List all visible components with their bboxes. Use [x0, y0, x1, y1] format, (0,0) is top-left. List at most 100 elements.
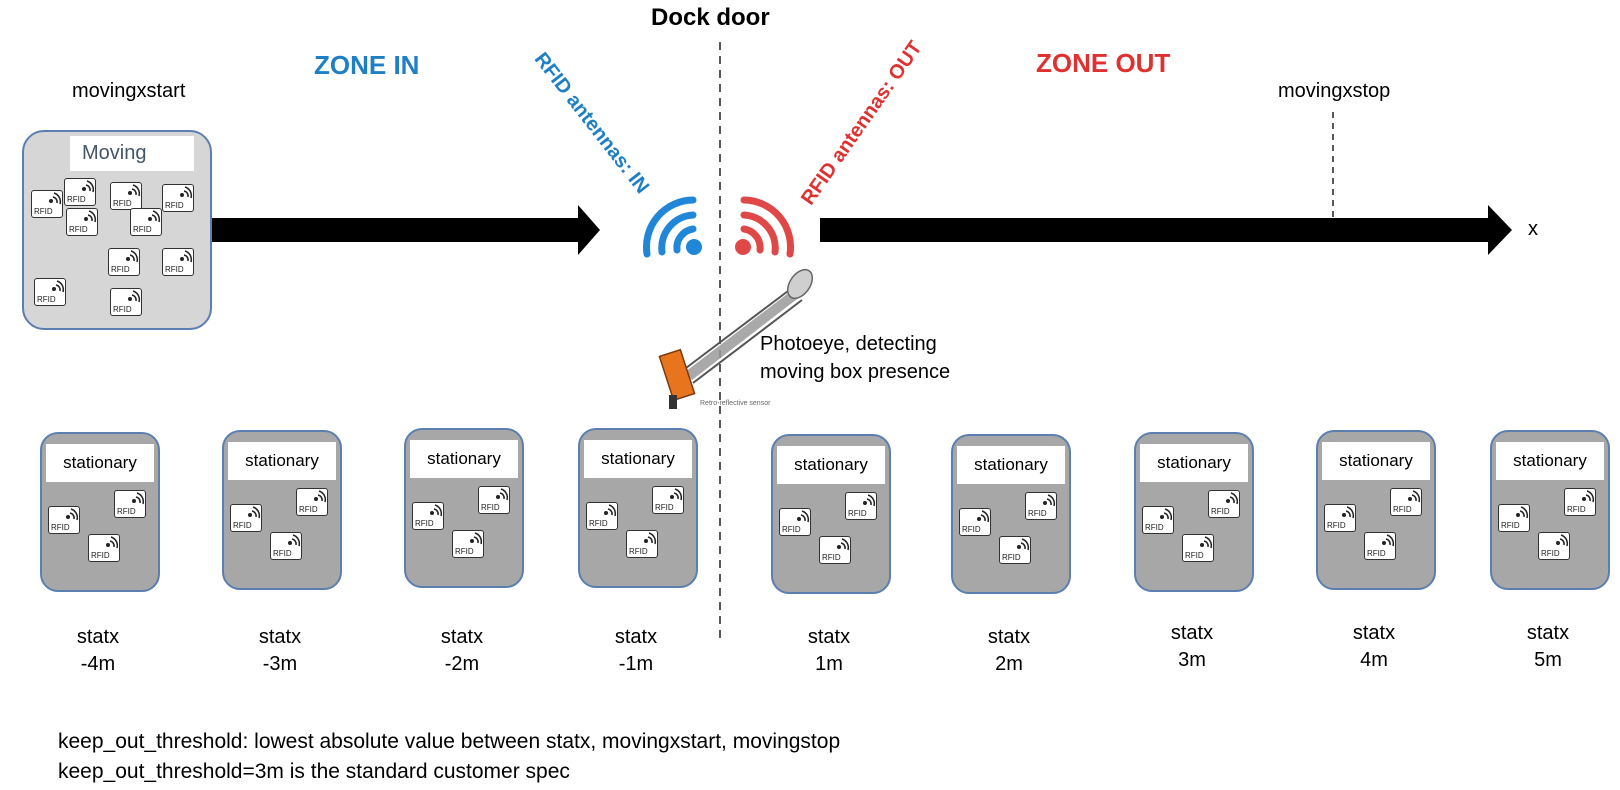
rfid-tag-icon: RFID [626, 530, 658, 558]
rfid-tag-icon: RFID [452, 530, 484, 558]
rfid-tag-icon: RFID [64, 178, 96, 206]
station-caption-name: statx [1352, 622, 1396, 644]
rfid-tag-icon: RFID [779, 508, 811, 536]
station-caption-name: statx [807, 626, 851, 648]
rfid-tag-icon: RFID [1564, 488, 1596, 516]
rfid-tag-icon: RFID [1324, 504, 1356, 532]
rfid-out-antenna-icon [735, 196, 794, 258]
rfid-in-antenna-icon [643, 196, 702, 258]
movingxstop-label: movingxstop [1278, 80, 1391, 102]
rfid-tag-icon: RFID [586, 502, 618, 530]
rfid-tag-icon: RFID [1538, 532, 1570, 560]
rfid-tag-icon: RFID [88, 534, 120, 562]
rfid-tag-icon: RFID [114, 490, 146, 518]
station-caption-name: statx [614, 626, 658, 648]
station-caption-distance: 5m [1534, 649, 1562, 671]
station-caption: statx -2m [402, 624, 522, 678]
moving-box: Moving RFID RFID RFID RFID RFID RFID RFI… [22, 130, 212, 330]
station-caption: statx -3m [220, 624, 340, 678]
rfid-tag-icon: RFID [478, 486, 510, 514]
rfid-tag-icon: RFID [31, 190, 63, 218]
stationary-label: stationary [46, 444, 154, 482]
rfid-tag-icon: RFID [1025, 492, 1057, 520]
station-caption: statx 4m [1314, 620, 1434, 674]
rfid-tag-icon: RFID [1208, 490, 1240, 518]
station-caption-name: statx [258, 626, 302, 648]
station-caption-distance: 1m [815, 653, 843, 675]
stationary-label: stationary [410, 440, 518, 478]
dock-door-title: Dock door [651, 4, 770, 31]
rfid-tag-icon: RFID [162, 184, 194, 212]
movingxstart-label: movingxstart [72, 80, 186, 102]
rfid-tag-icon: RFID [1498, 504, 1530, 532]
station-caption-distance: 3m [1178, 649, 1206, 671]
station-caption-distance: -2m [444, 653, 480, 675]
rfid-tag-icon: RFID [162, 248, 194, 276]
footer-line-1: keep_out_threshold: lowest absolute valu… [58, 730, 841, 753]
rfid-tag-icon: RFID [66, 208, 98, 236]
station-caption-name: statx [1526, 622, 1570, 644]
photoeye-line-1: Photoeye, detecting [760, 333, 937, 355]
rfid-tag-icon: RFID [1182, 534, 1214, 562]
photoeye-description: Photoeye, detecting moving box presence [760, 330, 950, 386]
station-caption-name: statx [76, 626, 120, 648]
photoeye-line-2: moving box presence [760, 361, 951, 383]
arrow-out-shaft [820, 218, 1490, 242]
station-caption: statx 5m [1488, 620, 1608, 674]
station-caption-name: statx [440, 626, 484, 648]
stationary-label: stationary [228, 442, 336, 480]
x-axis-label: x [1528, 218, 1538, 240]
rfid-tag-icon: RFID [230, 504, 262, 532]
rfid-tag-icon: RFID [999, 536, 1031, 564]
arrow-out-head [1488, 205, 1512, 255]
rfid-tag-icon: RFID [130, 208, 162, 236]
stationary-label: stationary [957, 446, 1065, 484]
photoeye-sensor-icon [658, 268, 814, 409]
station-caption: statx -4m [38, 624, 158, 678]
rfid-tag-icon: RFID [652, 486, 684, 514]
station-caption-distance: 4m [1360, 649, 1388, 671]
rfid-tag-icon: RFID [48, 506, 80, 534]
rfid-tag-icon: RFID [1142, 506, 1174, 534]
footer-line-2: keep_out_threshold=3m is the standard cu… [58, 760, 570, 783]
rfid-tag-icon: RFID [34, 278, 66, 306]
station-caption-distance: -1m [618, 653, 654, 675]
zone-out-label: ZONE OUT [1036, 48, 1171, 78]
rfid-tag-icon: RFID [1364, 532, 1396, 560]
station-caption-name: statx [1170, 622, 1214, 644]
stationary-label: stationary [1496, 442, 1604, 480]
rfid-tag-icon: RFID [296, 488, 328, 516]
moving-box-label: Moving [70, 136, 194, 171]
stationary-label: stationary [777, 446, 885, 484]
stationary-label: stationary [1140, 444, 1248, 482]
sensor-caption: Retro-reflective sensor [700, 400, 771, 407]
rfid-tag-icon: RFID [412, 502, 444, 530]
station-caption-distance: -3m [262, 653, 298, 675]
station-caption-distance: 2m [995, 653, 1023, 675]
rfid-tag-icon: RFID [1390, 488, 1422, 516]
footer-notes: keep_out_threshold: lowest absolute valu… [58, 727, 840, 787]
rfid-tag-icon: RFID [270, 532, 302, 560]
rfid-tag-icon: RFID [959, 508, 991, 536]
arrow-in-head [578, 205, 600, 255]
station-caption: statx 2m [949, 624, 1069, 678]
rfid-tag-icon: RFID [108, 248, 140, 276]
station-caption-distance: -4m [80, 653, 116, 675]
station-caption-name: statx [987, 626, 1031, 648]
rfid-tag-icon: RFID [110, 182, 142, 210]
arrow-in-shaft [210, 218, 580, 242]
zone-in-label: ZONE IN [314, 50, 420, 80]
rfid-tag-icon: RFID [819, 536, 851, 564]
station-caption: statx 1m [769, 624, 889, 678]
stationary-label: stationary [584, 440, 692, 478]
